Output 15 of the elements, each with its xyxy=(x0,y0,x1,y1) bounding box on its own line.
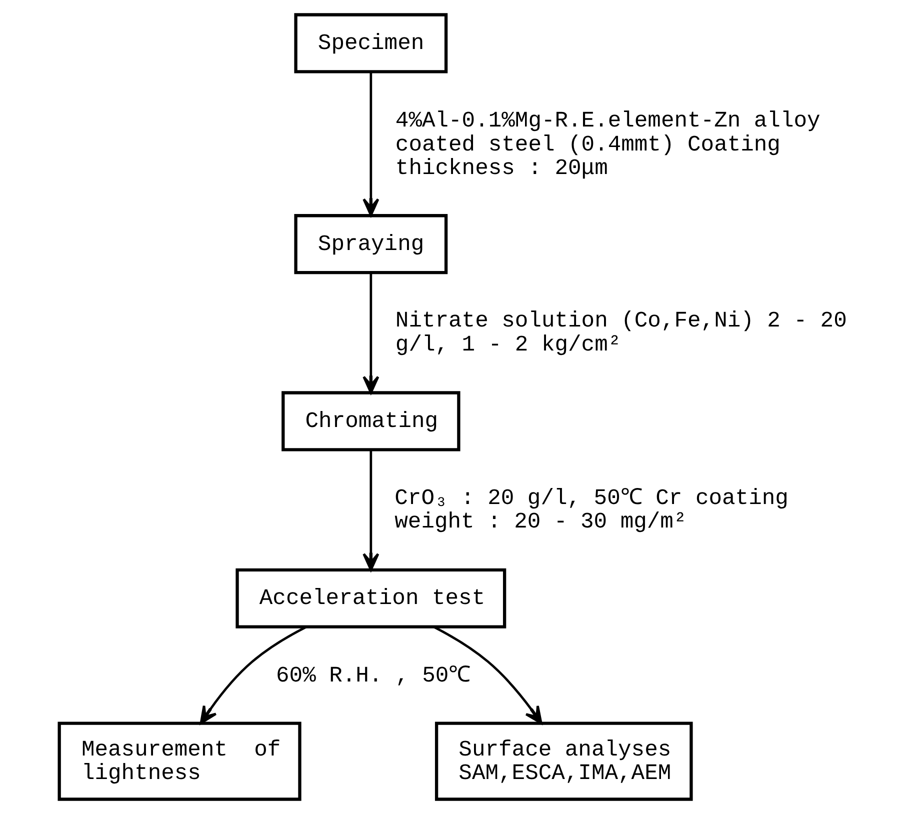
arrow xyxy=(362,72,379,216)
arrow xyxy=(199,626,306,724)
arrow xyxy=(362,272,379,394)
edge-label: CrO₃ : 20 g/l, 50℃ Cr coating weight : 20 - 30 mg/m² xyxy=(394,486,788,535)
node-box: Specimen xyxy=(294,13,448,74)
node-box: Surface analyses SAM,ESCA,IMA,AEM xyxy=(434,722,692,801)
arrow xyxy=(433,626,542,724)
node-box: Chromating xyxy=(281,391,460,452)
node-box: Spraying xyxy=(294,214,448,274)
edge-label: 60% R.H. , 50℃ xyxy=(276,664,470,689)
arrow xyxy=(362,450,379,571)
edge-label: 4%Al-0.1%Mg-R.E.element-Zn alloy coated steel (0.4mmt) Coating thickness : 20μm xyxy=(394,108,820,182)
node-box: Acceleration test xyxy=(235,568,506,628)
node-box: Measurement of lightness xyxy=(57,722,301,801)
edge-label: Nitrate solution (Co,Fe,Ni) 2 - 20 g/l, 1 - 2 kg/cm² xyxy=(394,308,846,358)
